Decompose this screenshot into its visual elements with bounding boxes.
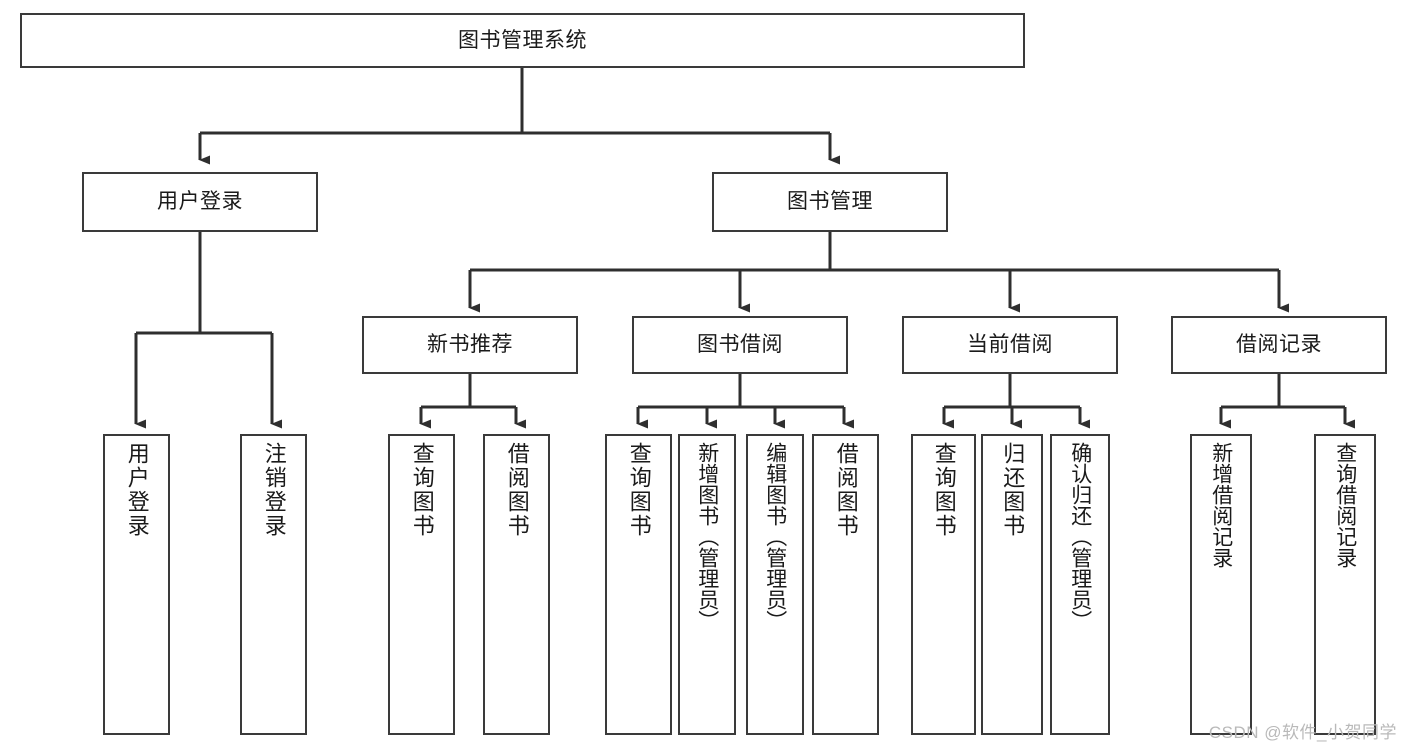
node-book-borrow[interactable]: 图书借阅 xyxy=(632,316,848,374)
node-current-borrow[interactable]: 当前借阅 xyxy=(902,316,1118,374)
node-label: 查询借阅记录 xyxy=(1333,442,1357,568)
node-label: 图书管理系统 xyxy=(458,28,587,52)
node-leaf-add-book-admin[interactable]: 新增图书（管理员） xyxy=(678,434,736,735)
node-label: 借阅图书 xyxy=(833,442,859,538)
node-label: 查询图书 xyxy=(626,442,652,538)
node-label: 借阅图书 xyxy=(504,442,530,538)
node-label: 注销登录 xyxy=(261,442,287,538)
node-label: 新书推荐 xyxy=(427,333,513,357)
node-label: 查询图书 xyxy=(931,442,957,538)
node-label: 确认归还（管理员） xyxy=(1068,442,1092,631)
node-label: 编辑图书（管理员） xyxy=(763,442,787,631)
node-label: 查询图书 xyxy=(409,442,435,538)
node-leaf-logout-login[interactable]: 注销登录 xyxy=(240,434,307,735)
node-leaf-query-borrow-record[interactable]: 查询借阅记录 xyxy=(1314,434,1376,735)
node-leaf-confirm-return-admin[interactable]: 确认归还（管理员） xyxy=(1050,434,1110,735)
node-borrow-record[interactable]: 借阅记录 xyxy=(1171,316,1387,374)
node-label: 当前借阅 xyxy=(967,333,1053,357)
node-leaf-return-book[interactable]: 归还图书 xyxy=(981,434,1043,735)
node-label: 借阅记录 xyxy=(1236,333,1322,357)
node-label: 用户登录 xyxy=(157,190,243,214)
node-label: 用户登录 xyxy=(124,442,150,538)
node-label: 新增借阅记录 xyxy=(1209,442,1233,568)
node-leaf-query-book-borrow[interactable]: 查询图书 xyxy=(605,434,672,735)
watermark-text: CSDN @软件_小贺同学 xyxy=(1208,723,1397,742)
node-leaf-user-login[interactable]: 用户登录 xyxy=(103,434,170,735)
node-label: 图书管理 xyxy=(787,190,873,214)
node-leaf-borrow-book[interactable]: 借阅图书 xyxy=(812,434,879,735)
node-label: 图书借阅 xyxy=(697,333,783,357)
node-user-login[interactable]: 用户登录 xyxy=(82,172,318,232)
node-leaf-query-book-recommend[interactable]: 查询图书 xyxy=(388,434,455,735)
node-book-management[interactable]: 图书管理 xyxy=(712,172,948,232)
node-root-book-management-system[interactable]: 图书管理系统 xyxy=(20,13,1025,68)
node-leaf-add-borrow-record[interactable]: 新增借阅记录 xyxy=(1190,434,1252,735)
node-new-book-recommend[interactable]: 新书推荐 xyxy=(362,316,578,374)
node-leaf-borrow-book-recommend[interactable]: 借阅图书 xyxy=(483,434,550,735)
node-label: 归还图书 xyxy=(1000,442,1026,538)
node-leaf-query-book-current[interactable]: 查询图书 xyxy=(911,434,976,735)
node-label: 新增图书（管理员） xyxy=(695,442,719,631)
node-leaf-edit-book-admin[interactable]: 编辑图书（管理员） xyxy=(746,434,804,735)
